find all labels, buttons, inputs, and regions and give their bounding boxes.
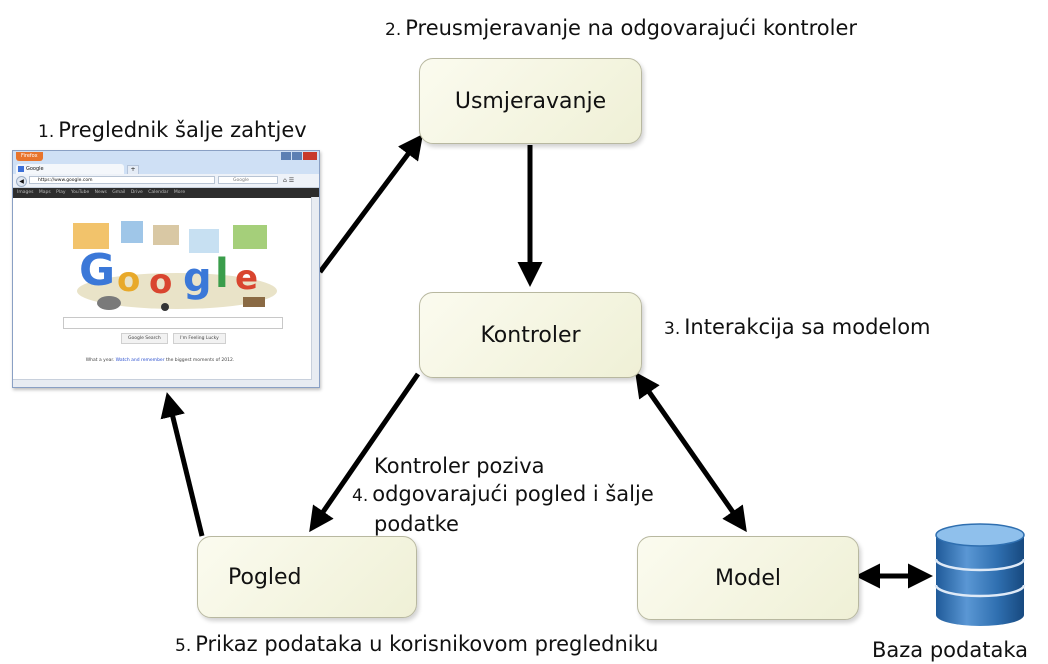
svg-text:o: o — [117, 260, 140, 300]
step-1-number: 1. — [38, 122, 55, 142]
view-label: Pogled — [228, 564, 302, 590]
database-label: Baza podataka — [872, 638, 1028, 662]
step-1-label: 1.Preglednik šalje zahtjev — [38, 116, 307, 146]
arrow-browser-to-routing — [317, 133, 423, 274]
routing-node: Usmjeravanje — [419, 58, 642, 144]
step-4-label: Kontroler poziva 4.odgovarajući pogled i… — [352, 452, 654, 538]
firefox-menu-button[interactable]: Firefox — [16, 152, 43, 161]
feeling-lucky-button[interactable]: I'm Feeling Lucky — [173, 333, 226, 344]
browser-window: Firefox Google + ◀ https://www.google.co… — [12, 150, 320, 388]
step-4-number: 4. — [352, 486, 369, 506]
controller-label: Kontroler — [480, 322, 581, 348]
browser-toolbar: ◀ https://www.google.com Google ⌂ ☰ — [13, 174, 319, 188]
browser-titlebar: Firefox — [13, 151, 319, 163]
search-box[interactable]: Google — [218, 176, 278, 184]
step-4-line3: podatke — [374, 512, 459, 536]
google-favicon-icon — [18, 166, 24, 172]
view-node: Pogled — [197, 536, 417, 618]
step-5-label: 5.Prikaz podataka u korisnikovom pregled… — [175, 630, 658, 660]
step-3-text: Interakcija sa modelom — [684, 315, 931, 339]
step-4-line1: Kontroler poziva — [374, 454, 545, 478]
browser-tabbar: Google + — [13, 163, 319, 175]
step-2-label: 2.Preusmjeravanje na odgovarajući kontro… — [385, 14, 857, 44]
browser-tab-title: Google — [26, 166, 44, 172]
google-search-input[interactable] — [63, 317, 283, 329]
window-controls — [281, 152, 317, 160]
close-icon[interactable] — [303, 152, 317, 160]
footer-tail: the biggest moments of 2012. — [165, 358, 235, 363]
step-2-text: Preusmjeravanje na odgovarajući kontrole… — [405, 16, 858, 40]
browser-tab[interactable]: Google — [16, 164, 124, 174]
arrow-controller-to-view — [309, 372, 421, 533]
footer-text: What a year. — [85, 358, 115, 363]
toolbar-icons[interactable]: ⌂ ☰ — [283, 177, 295, 184]
step-5-number: 5. — [175, 636, 192, 656]
minimize-icon[interactable] — [281, 152, 291, 160]
svg-text:G: G — [79, 245, 115, 296]
step-1-text: Preglednik šalje zahtjev — [58, 118, 307, 142]
google-doodle-image[interactable]: G o o g l e — [65, 219, 285, 315]
google-nav-bar[interactable]: Images Maps Play YouTube News Gmail Driv… — [13, 188, 319, 198]
horizontal-scrollbar[interactable] — [13, 379, 312, 387]
arrow-controller-model — [635, 371, 747, 533]
address-bar[interactable]: https://www.google.com — [29, 176, 215, 184]
google-search-button[interactable]: Google Search — [121, 333, 168, 344]
model-node: Model — [637, 536, 859, 620]
arrow-view-to-browser — [160, 392, 205, 537]
step-2-number: 2. — [385, 20, 402, 40]
footer-link[interactable]: Watch and remember — [115, 358, 165, 363]
svg-text:l: l — [215, 251, 229, 297]
step-3-number: 3. — [664, 319, 681, 339]
controller-node: Kontroler — [419, 292, 642, 378]
google-footer: What a year. Watch and remember the bigg… — [13, 358, 307, 363]
vertical-scrollbar[interactable] — [311, 197, 319, 387]
routing-label: Usmjeravanje — [454, 88, 607, 114]
svg-text:g: g — [183, 255, 212, 301]
svg-text:o: o — [149, 262, 172, 302]
model-label: Model — [714, 565, 782, 591]
maximize-icon[interactable] — [292, 152, 302, 160]
database-icon — [932, 521, 1028, 633]
step-3-label: 3.Interakcija sa modelom — [664, 313, 931, 343]
back-arrow-icon[interactable]: ◀ — [16, 176, 27, 187]
step-5-text: Prikaz podataka u korisnikovom pregledni… — [195, 632, 659, 656]
step-4-line2: odgovarajući pogled i šalje — [372, 482, 654, 506]
svg-text:e: e — [235, 258, 258, 298]
